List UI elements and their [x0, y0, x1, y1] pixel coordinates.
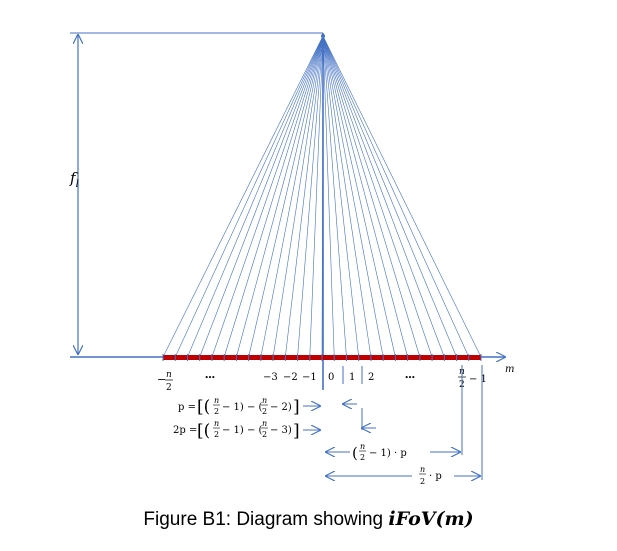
ray-line: [199, 35, 324, 358]
tick-label-dots-right: …: [405, 370, 415, 381]
ray-line: [322, 35, 396, 358]
ray-line: [322, 35, 384, 358]
focal-point: [321, 34, 325, 38]
svg-text:n: n: [360, 442, 365, 451]
ray-fan: [162, 35, 482, 358]
ray-line: [272, 35, 324, 358]
svg-text:− 1) − (: − 1) − (: [222, 425, 263, 436]
span2-label: n 2 · p: [419, 465, 442, 486]
svg-text:− 2): − 2): [270, 402, 292, 413]
svg-text:2: 2: [420, 477, 425, 486]
svg-text:n: n: [214, 396, 219, 405]
svg-text:2: 2: [262, 407, 267, 416]
sensor-pixel-ticks: [162, 354, 482, 361]
tick-label-zero: 0: [328, 372, 334, 383]
ray-line: [174, 35, 324, 358]
svg-text:n: n: [262, 396, 267, 405]
ray-line: [322, 35, 408, 358]
equation-p: p = [( n 2 − 1) − ( n 2 − 2) ]: [178, 396, 300, 417]
tick-label-one: 1: [349, 372, 355, 383]
tick-label-minus3: −3: [263, 372, 278, 383]
ray-line: [322, 35, 359, 358]
caption-prefix: Figure B1: Diagram showing: [143, 509, 389, 530]
ray-line: [322, 35, 433, 358]
ray-line: [260, 35, 324, 358]
ray-line: [322, 35, 347, 358]
tick-label-minus1: −1: [302, 372, 317, 383]
ray-line: [322, 35, 372, 358]
span1-text: − 1) · p: [369, 448, 407, 459]
figure-caption: Figure B1: Diagram showing iFoV(m): [0, 508, 617, 531]
svg-text:[(: [(: [197, 397, 210, 417]
tick-label-minus2: −2: [283, 372, 298, 383]
tick-label-two: 2: [368, 372, 374, 383]
ray-line: [285, 35, 324, 358]
svg-text:n: n: [262, 419, 267, 428]
ray-line: [322, 35, 470, 358]
ray-line: [223, 35, 324, 358]
ray-line: [309, 35, 324, 358]
ray-line: [162, 35, 324, 358]
tick-label-dots-left: …: [205, 370, 215, 381]
ray-line: [322, 35, 421, 358]
svg-text:n: n: [214, 419, 219, 428]
ray-line: [187, 35, 324, 358]
span1-label: ( n 2 − 1) · p: [352, 442, 407, 462]
focal-length-label: fl: [69, 169, 79, 190]
svg-text:n: n: [420, 465, 425, 474]
svg-text:(: (: [352, 444, 358, 462]
left-end-sign: −: [157, 373, 166, 386]
equation-p-lhs: p =: [178, 402, 196, 413]
caption-function: iFoV: [388, 508, 436, 530]
caption-argument: (m): [435, 508, 474, 530]
right-end-rest: − 1: [469, 374, 487, 385]
svg-text:[(: [(: [197, 421, 210, 441]
svg-text:− 1) − (: − 1) − (: [222, 402, 263, 413]
ray-line: [211, 35, 324, 358]
svg-text:2: 2: [214, 430, 219, 439]
equation-2p-lhs: 2p =: [173, 425, 197, 436]
ray-line: [322, 35, 445, 358]
svg-text:2: 2: [360, 453, 365, 462]
m-axis-label: m: [505, 364, 514, 375]
svg-text:]: ]: [293, 397, 300, 417]
svg-text:− 3): − 3): [270, 425, 292, 436]
ray-line: [322, 35, 335, 358]
svg-text:2: 2: [262, 430, 267, 439]
svg-text:2: 2: [214, 407, 219, 416]
equation-2p: 2p = [( n 2 − 1) − ( n 2 − 3) ]: [173, 419, 300, 441]
left-end-num: n: [166, 370, 172, 380]
span2-text: · p: [429, 471, 442, 482]
ray-line: [297, 35, 324, 358]
svg-text:]: ]: [293, 421, 300, 441]
ray-line: [248, 35, 324, 358]
ray-line: [236, 35, 324, 358]
left-end-den: 2: [166, 383, 172, 393]
ray-line: [322, 35, 457, 358]
ray-line: [322, 35, 482, 358]
